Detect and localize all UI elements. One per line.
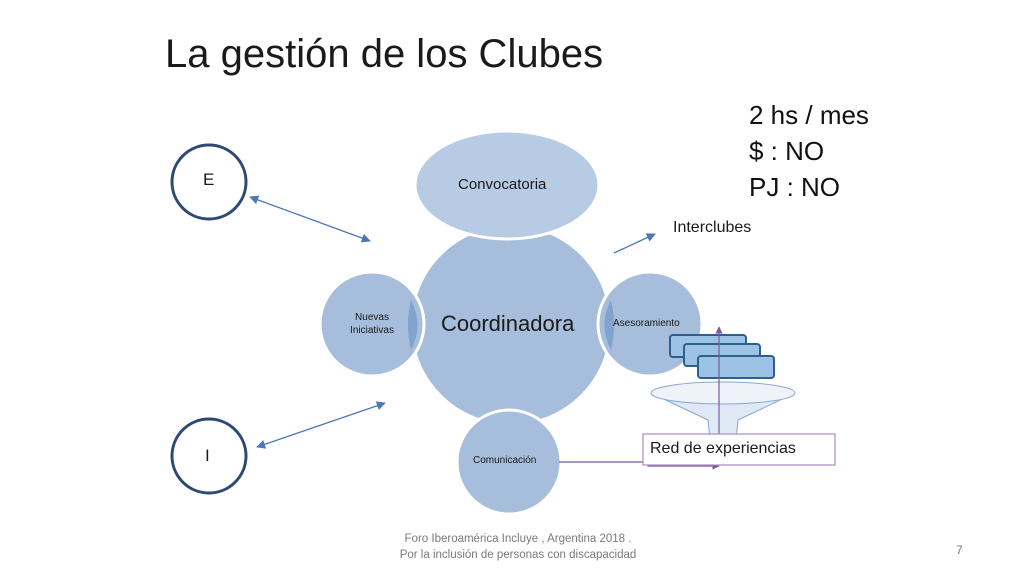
footer-line2: Por la inclusión de personas con discapa… [399,549,637,561]
red-box [642,433,836,466]
nuevas-iniciativas-circle [318,270,426,378]
red-label: Red de experiencias [650,440,796,457]
info-block: 2 hs / mes $ : NO PJ : NO [749,97,869,205]
left-label: Nuevas Iniciativas [322,311,422,337]
convocatoria-ellipse [413,129,601,241]
card-3 [697,355,775,379]
footer-line1: Foro Iberoamérica Incluye , Argentina 20… [404,533,632,545]
e-circle [170,143,248,221]
interclubes-label: Interclubes [673,219,752,236]
center-label: Coordinadora [441,311,575,336]
footer: Foro Iberoamérica Incluye , Argentina 20… [378,531,658,563]
right-label: Asesoramiento [613,318,680,329]
left-label-line1: Nuevas [355,312,389,323]
info-money: $ : NO [749,136,825,166]
e-label: E [203,170,215,189]
i-label: I [205,446,210,465]
page-number: 7 [956,543,963,557]
info-hours: 2 hs / mes [749,100,869,130]
i-circle [170,417,248,495]
overlap-left [408,300,418,350]
arrow-interclubes [613,233,656,254]
left-label-line2: Iniciativas [350,325,394,336]
arrow-i [256,401,386,449]
info-pj: PJ : NO [749,172,841,202]
top-label: Convocatoria [458,176,547,193]
funnel-top [650,381,796,405]
overlap-right [604,300,614,350]
arrow-e [249,195,371,243]
slide-title: La gestión de los Clubes [165,32,604,76]
bottom-label: Comunicación [473,455,537,466]
